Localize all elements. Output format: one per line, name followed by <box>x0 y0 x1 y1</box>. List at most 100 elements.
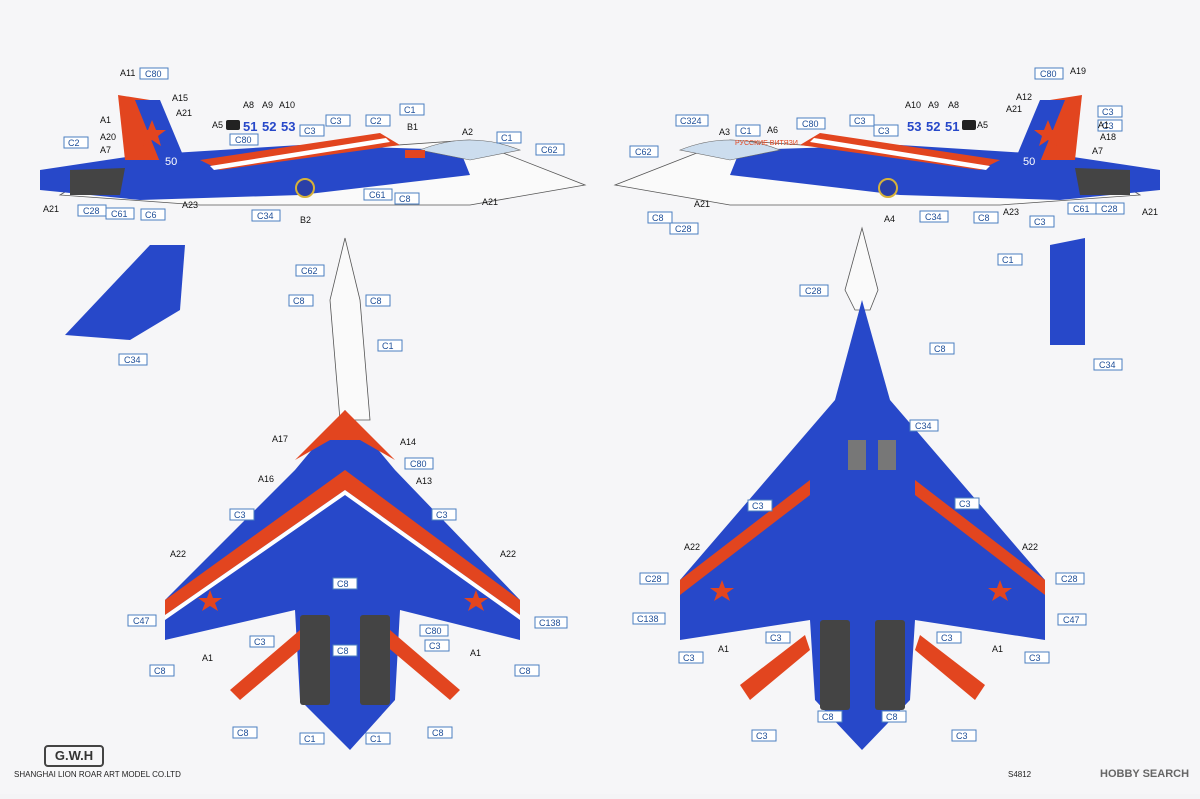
svg-text:A15: A15 <box>172 93 188 103</box>
svg-text:C8: C8 <box>337 579 349 589</box>
callout-c62: C62 <box>295 264 325 277</box>
svg-text:C1: C1 <box>404 105 416 115</box>
svg-text:C62: C62 <box>301 266 318 276</box>
callout-c61: C61 <box>1067 202 1097 215</box>
svg-text:A2: A2 <box>462 127 473 137</box>
fuselage-script: РУССКИЕ ВИТЯЗИ <box>735 140 798 147</box>
svg-text:C8: C8 <box>399 194 411 204</box>
svg-text:A1: A1 <box>1098 120 1109 130</box>
callout-c34: C34 <box>919 210 949 223</box>
callout-c138: C138 <box>534 616 568 629</box>
svg-text:C28: C28 <box>675 224 692 234</box>
callout-c3: C3 <box>873 124 899 137</box>
svg-text:A21: A21 <box>176 108 192 118</box>
svg-text:C3: C3 <box>1029 653 1041 663</box>
svg-text:C8: C8 <box>337 646 349 656</box>
callout-c3: C3 <box>1097 119 1123 132</box>
svg-text:C47: C47 <box>133 616 150 626</box>
svg-text:A21: A21 <box>694 199 710 209</box>
right-tail-fin <box>1050 238 1085 345</box>
svg-text:C3: C3 <box>956 731 968 741</box>
svg-text:C3: C3 <box>330 116 342 126</box>
callout-c1: C1 <box>735 124 761 137</box>
red-star-insignia <box>988 580 1012 601</box>
svg-text:C3: C3 <box>941 633 953 643</box>
callout-c3: C3 <box>678 651 704 664</box>
svg-text:C28: C28 <box>645 574 662 584</box>
svg-text:C80: C80 <box>410 459 427 469</box>
part-labels: A11 A15 A21 A1 A20 A7 A5 A8 A9 A10 B1 A2… <box>43 66 1158 663</box>
callout-c3: C3 <box>424 639 450 652</box>
tail-number: 50 <box>1023 156 1035 168</box>
callout-c61: C61 <box>363 188 393 201</box>
callout-c3: C3 <box>951 729 977 742</box>
svg-text:A22: A22 <box>684 542 700 552</box>
svg-text:A18: A18 <box>1100 132 1116 142</box>
callout-c1: C1 <box>299 732 325 745</box>
svg-text:A21: A21 <box>1142 207 1158 217</box>
callout-c1: C1 <box>377 339 403 352</box>
callout-c324: C324 <box>675 114 709 127</box>
svg-text:C3: C3 <box>254 637 266 647</box>
svg-text:C3: C3 <box>752 501 764 511</box>
svg-text:A9: A9 <box>262 100 273 110</box>
side-number-53: 53 <box>907 119 921 134</box>
svg-text:C8: C8 <box>293 296 305 306</box>
svg-text:C34: C34 <box>124 355 141 365</box>
product-code: S4812 <box>1008 770 1032 779</box>
svg-text:C3: C3 <box>304 126 316 136</box>
callout-c8: C8 <box>365 294 391 307</box>
side-number-52: 52 <box>926 119 940 134</box>
svg-text:A7: A7 <box>100 145 111 155</box>
svg-text:C3: C3 <box>878 126 890 136</box>
tail-number: 50 <box>165 156 177 168</box>
callout-c8: C8 <box>394 192 420 205</box>
callout-c80: C80 <box>419 624 449 637</box>
svg-text:C8: C8 <box>432 728 444 738</box>
svg-text:A19: A19 <box>1070 66 1086 76</box>
callout-c47: C47 <box>127 614 157 627</box>
callout-c3: C3 <box>229 508 255 521</box>
svg-text:C34: C34 <box>915 421 932 431</box>
top-view <box>165 237 520 750</box>
flag-marking <box>405 150 425 158</box>
svg-text:A13: A13 <box>416 476 432 486</box>
callout-c80: C80 <box>796 117 826 130</box>
callout-c28: C28 <box>1055 572 1085 585</box>
svg-text:A8: A8 <box>948 100 959 110</box>
svg-text:C3: C3 <box>1034 217 1046 227</box>
callout-c34: C34 <box>118 353 148 366</box>
callout-c3: C3 <box>431 508 457 521</box>
callout-c3: C3 <box>249 635 275 648</box>
svg-text:A1: A1 <box>992 644 1003 654</box>
red-star-insignia <box>710 580 734 601</box>
callout-c28: C28 <box>799 284 829 297</box>
callout-c34: C34 <box>1093 358 1123 371</box>
svg-text:C3: C3 <box>854 116 866 126</box>
callout-c3: C3 <box>1029 215 1055 228</box>
svg-text:C80: C80 <box>1040 69 1057 79</box>
callout-c3: C3 <box>936 631 962 644</box>
svg-text:C80: C80 <box>235 135 252 145</box>
callout-c28: C28 <box>669 222 699 235</box>
callout-c8: C8 <box>514 664 540 677</box>
callout-c1: C1 <box>496 131 522 144</box>
svg-text:A23: A23 <box>182 200 198 210</box>
svg-text:C47: C47 <box>1063 615 1080 625</box>
svg-text:C34: C34 <box>925 212 942 222</box>
callout-c3: C3 <box>1097 105 1123 118</box>
svg-text:A14: A14 <box>400 437 416 447</box>
callout-c8: C8 <box>973 211 999 224</box>
svg-text:C138: C138 <box>539 618 561 628</box>
callout-c8: C8 <box>149 664 175 677</box>
svg-text:C3: C3 <box>770 633 782 643</box>
callout-c1: C1 <box>365 732 391 745</box>
svg-text:C1: C1 <box>382 341 394 351</box>
svg-text:C3: C3 <box>756 731 768 741</box>
svg-text:C8: C8 <box>934 344 946 354</box>
svg-text:C62: C62 <box>635 147 652 157</box>
callout-c28: C28 <box>77 204 107 217</box>
svg-text:C8: C8 <box>978 213 990 223</box>
svg-text:C3: C3 <box>1102 121 1114 131</box>
